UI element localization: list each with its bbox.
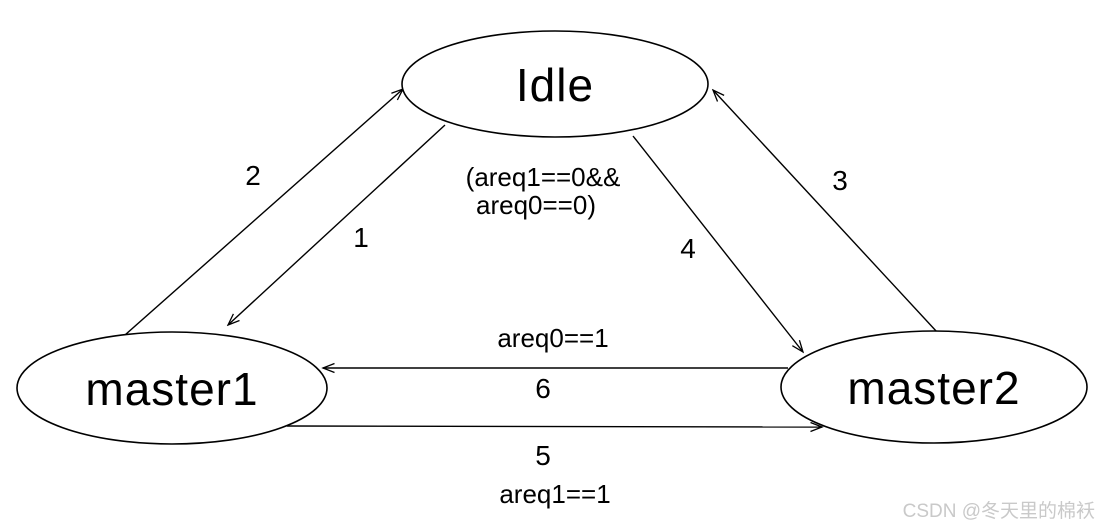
- state-master1: master1: [16, 331, 328, 445]
- state-master2: master2: [780, 330, 1088, 444]
- transition-arrow: [286, 426, 822, 427]
- transition-master2-to-idle: 3: [713, 90, 938, 333]
- transition-master2-to-master1: 6 areq0==1: [323, 323, 788, 404]
- idle-exit-condition-line2: areq0==0): [476, 190, 596, 220]
- idle-exit-condition-line1: (areq1==0&&: [466, 162, 621, 192]
- transition-number-label: 3: [832, 165, 848, 196]
- state-ellipse: [780, 330, 1088, 444]
- transition-arrow: [632, 135, 803, 352]
- state-name-label: Idle: [516, 59, 594, 111]
- csdn-watermark: CSDN @冬天里的棉袄: [902, 501, 1095, 522]
- transition-arrow: [228, 124, 446, 325]
- transition-number-label: 1: [353, 222, 369, 253]
- state-name-label: master1: [85, 363, 258, 415]
- transition-master1-to-master2: 5 areq1==1: [286, 426, 822, 509]
- transition-arrow: [124, 89, 403, 336]
- state-ellipse: [16, 331, 328, 445]
- state-idle: Idle: [401, 30, 709, 138]
- transition-number-label: 5: [535, 440, 551, 471]
- transition-number-label: 6: [535, 373, 551, 404]
- transition-condition-label: areq0==1: [497, 323, 608, 353]
- state-ellipse: [401, 30, 709, 138]
- state-name-label: master2: [847, 362, 1020, 414]
- transition-number-label: 4: [680, 233, 696, 264]
- transition-idle-to-master1: 1: [228, 124, 446, 325]
- transition-number-label: 2: [245, 160, 261, 191]
- transition-master1-to-idle: 2: [124, 89, 403, 336]
- transition-arrow: [713, 90, 938, 333]
- transition-condition-label: areq1==1: [499, 479, 610, 509]
- transition-idle-to-master2: 4: [632, 135, 803, 352]
